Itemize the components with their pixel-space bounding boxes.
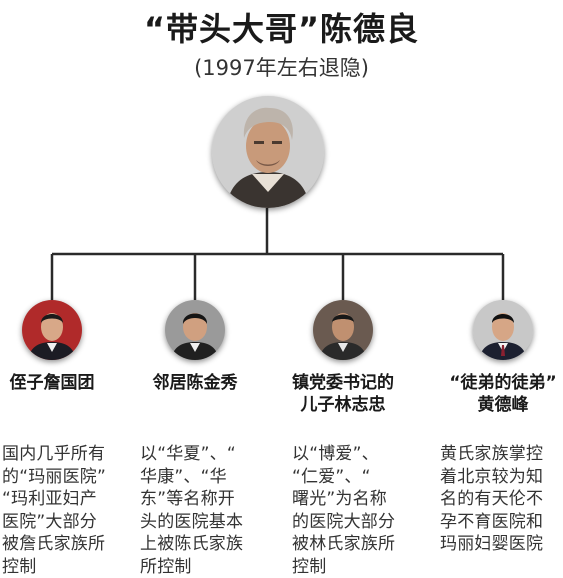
child-description-1: 国内几乎所有 的“玛丽医院” “玛利亚妇产 医院”大部分 被詹氏家族所 控制 bbox=[2, 444, 107, 577]
child-description-2: 以“华夏”、“ 华康”、“华 东”等名称开 头的医院基本 上被陈氏家族 所控制 bbox=[140, 444, 244, 577]
child-description-4: 黄氏家族掌控 着北京较为知 名的有天伦不 孕不育医院和 玛丽妇婴医院 bbox=[440, 444, 544, 554]
child-avatar-1 bbox=[22, 300, 82, 360]
child-avatar-2 bbox=[165, 300, 225, 360]
root-avatar bbox=[212, 96, 324, 208]
page-title: “带头大哥”陈德良 bbox=[143, 10, 420, 48]
page-subtitle: (1997年左右退隐) bbox=[194, 56, 369, 80]
child-avatar-4 bbox=[473, 300, 533, 360]
child-name-4: “徒弟的徒弟” 黄德峰 bbox=[449, 373, 557, 415]
man-portrait-icon bbox=[473, 300, 533, 360]
child-name-2: 邻居陈金秀 bbox=[152, 373, 238, 393]
child-avatar-3 bbox=[313, 300, 373, 360]
child-column-1: 侄子詹国团 bbox=[0, 300, 121, 418]
child-name-3: 镇党委书记的 儿子林志忠 bbox=[292, 373, 394, 415]
child-column-2: 邻居陈金秀 bbox=[126, 300, 264, 418]
child-column-4: “徒弟的徒弟” 黄德峰 bbox=[434, 300, 563, 418]
man-portrait-icon bbox=[22, 300, 82, 360]
child-column-3: 镇党委书记的 儿子林志忠 bbox=[274, 300, 412, 418]
man-portrait-icon bbox=[313, 300, 373, 360]
man-portrait-icon bbox=[165, 300, 225, 360]
child-description-3: 以“博爱”、 “仁爱”、“ 曙光”为名称 的医院大部分 被林氏家族所 控制 bbox=[292, 444, 396, 577]
elderly-man-portrait-icon bbox=[212, 96, 324, 208]
child-name-1: 侄子詹国团 bbox=[9, 373, 95, 393]
